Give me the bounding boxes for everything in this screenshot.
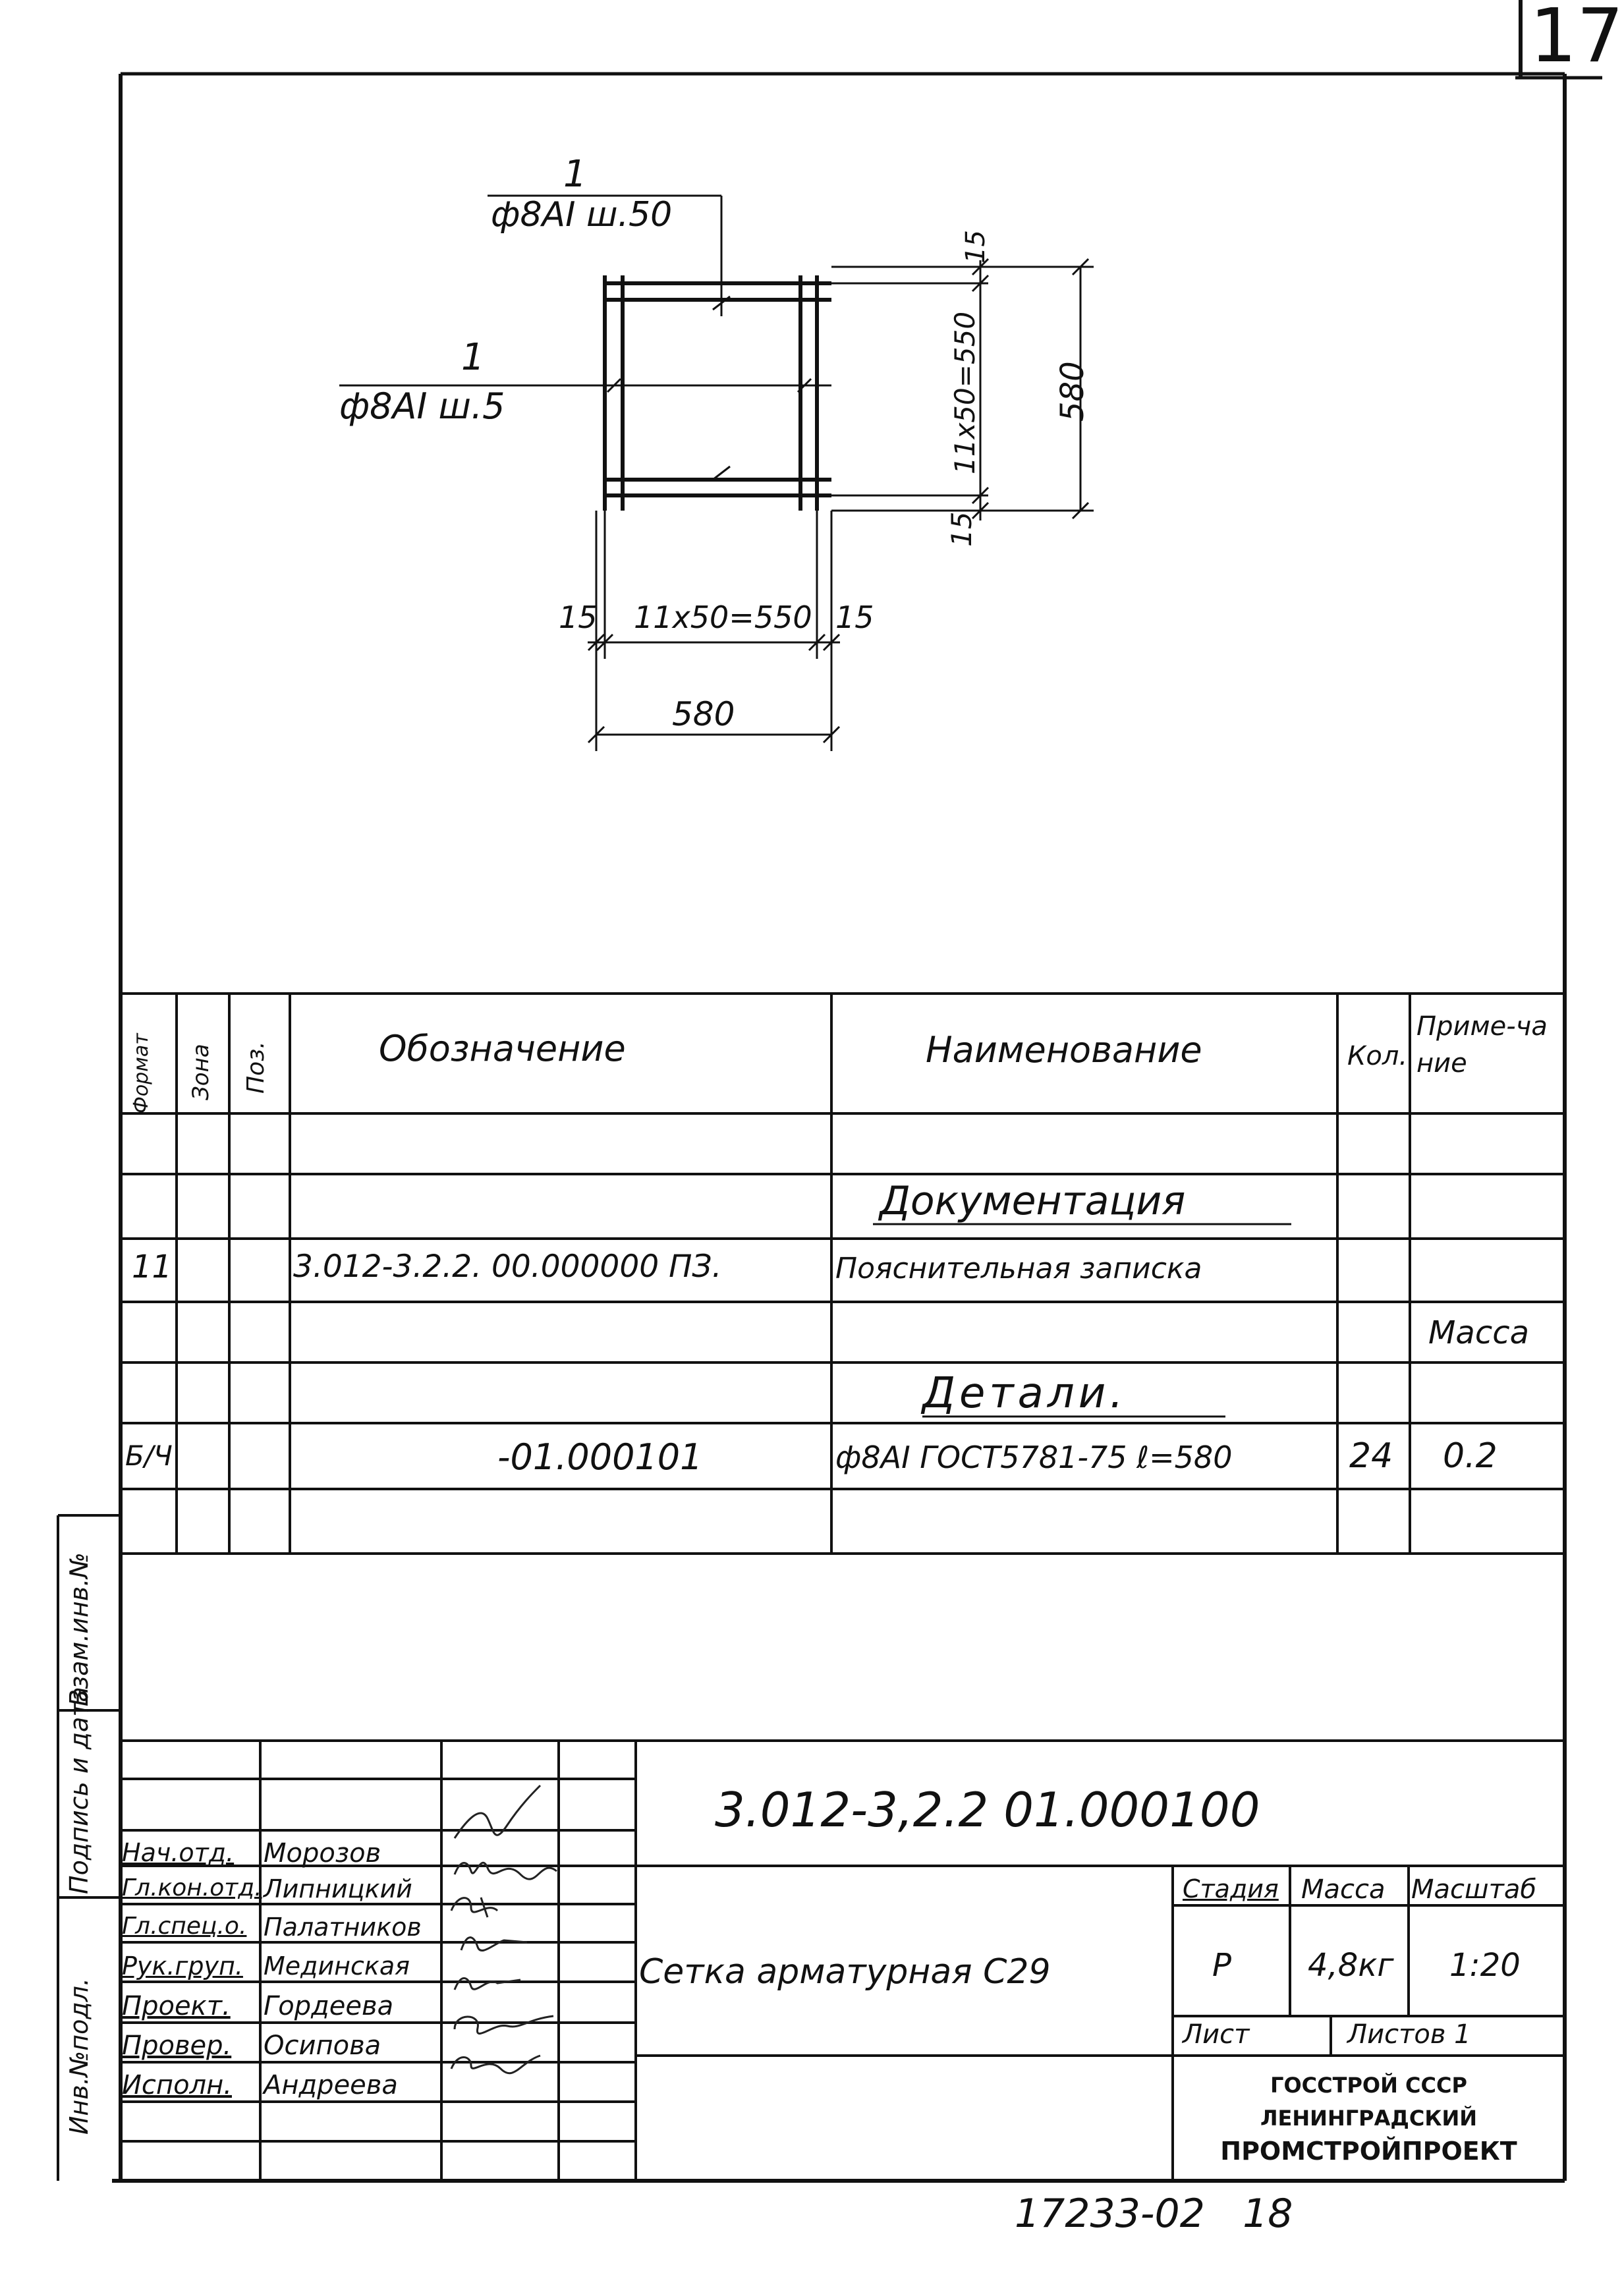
name-5: Осипова <box>264 2031 381 2061</box>
doc-format: 11 <box>132 1249 173 1285</box>
part-format: Б/Ч <box>125 1440 173 1472</box>
side-vzam-inv: Взам.инв.№ <box>65 1552 94 1706</box>
rebar-label-top: ф8АI ш.50 <box>491 195 673 235</box>
part-note: 0.2 <box>1443 1436 1498 1476</box>
page-number: 17 <box>1530 0 1624 79</box>
header-designation: Обозначение <box>379 1028 626 1069</box>
signature-5 <box>453 2015 554 2035</box>
org-line-3: ПРОМСТРОЙПРОЕКТ <box>1220 2137 1517 2166</box>
part-name: ф8АI ГОСТ5781-75 ℓ=580 <box>835 1440 1233 1475</box>
position-label-top: 1 <box>563 153 587 196</box>
rebar-label-left: ф8АI ш.5 <box>339 385 505 427</box>
signature-3 <box>460 1936 528 1952</box>
name-1: Липницкий <box>264 1874 412 1903</box>
mass-label: Масса <box>1301 1874 1386 1905</box>
header-format: Формат <box>130 1033 153 1113</box>
name-2: Палатников <box>264 1913 422 1942</box>
organization-stamp: ГОССТРОЙ СССР ЛЕНИНГРАДСКИЙ ПРОМСТРОЙПРО… <box>1173 2069 1565 2168</box>
role-5: Провер. <box>122 2031 232 2061</box>
name-4: Гордеева <box>264 1991 394 2021</box>
header-qty: Кол. <box>1347 1041 1408 1071</box>
side-inv-podl: Инв.№подл. <box>65 1977 94 2135</box>
sheet-label: Лист <box>1183 2019 1250 2050</box>
signature-2 <box>450 1897 499 1918</box>
header-note: Приме-чание <box>1416 1011 1548 1079</box>
section-documentation: Документация <box>880 1178 1186 1224</box>
drawing-title: Сетка арматурная С29 <box>639 1952 1051 1992</box>
position-label-left: 1 <box>461 336 485 379</box>
org-line-2: ЛЕНИНГРАДСКИЙ <box>1260 2106 1478 2131</box>
name-3: Мединская <box>264 1952 410 1980</box>
header-name: Наименование <box>926 1029 1202 1071</box>
role-0: Нач.отд. <box>122 1838 235 1867</box>
part-designation: -01.000101 <box>497 1436 703 1478</box>
side-podpis-data: Подпись и дата <box>65 1687 94 1894</box>
signature-0 <box>453 1784 542 1839</box>
scale-label: Масштаб <box>1411 1874 1537 1905</box>
archive-number: 17233-02 18 <box>1015 2191 1293 2237</box>
dim-horiz-right-15: 15 <box>835 600 874 635</box>
mass-value: 4,8кг <box>1308 1947 1394 1984</box>
section-details: Детали. <box>922 1369 1127 1418</box>
role-4: Проект. <box>122 1991 231 2021</box>
dim-horiz-left-15: 15 <box>559 600 598 635</box>
role-3: Рук.груп. <box>122 1952 243 1980</box>
dim-horiz-total: 580 <box>672 695 735 733</box>
name-0: Морозов <box>264 1838 381 1868</box>
dim-horiz-span: 11х50=550 <box>634 600 812 635</box>
dim-vert-span: 11х50=550 <box>949 311 981 474</box>
dim-vert-top-15: 15 <box>961 230 991 264</box>
stage-value: Р <box>1212 1947 1231 1984</box>
header-pos: Поз. <box>242 1041 269 1094</box>
sheets-label: Листов 1 <box>1347 2019 1471 2050</box>
scale-value: 1:20 <box>1449 1947 1521 1984</box>
mass-note: Масса <box>1428 1314 1530 1351</box>
dim-vert-total: 580 <box>1054 361 1091 422</box>
signature-1 <box>453 1861 557 1880</box>
signature-4 <box>453 1977 521 1990</box>
role-2: Гл.спец.о. <box>122 1913 247 1940</box>
signature-6 <box>450 2054 541 2075</box>
dim-vert-bottom-15: 15 <box>945 511 978 547</box>
name-6: Андреева <box>264 2070 398 2100</box>
role-1: Гл.кон.отд. <box>122 1874 262 1901</box>
signatures <box>450 1784 557 2075</box>
role-6: Исполн. <box>122 2070 232 2100</box>
document-code: 3.012-3,2.2 01.000100 <box>715 1782 1260 1838</box>
doc-designation: 3.012-3.2.2. 00.000000 ПЗ. <box>293 1249 722 1285</box>
header-zone: Зона <box>188 1044 214 1100</box>
doc-name: Пояснительная записка <box>835 1252 1202 1285</box>
org-line-1: ГОССТРОЙ СССР <box>1270 2073 1467 2098</box>
part-qty: 24 <box>1349 1436 1393 1476</box>
stage-label: Стадия <box>1183 1874 1279 1903</box>
